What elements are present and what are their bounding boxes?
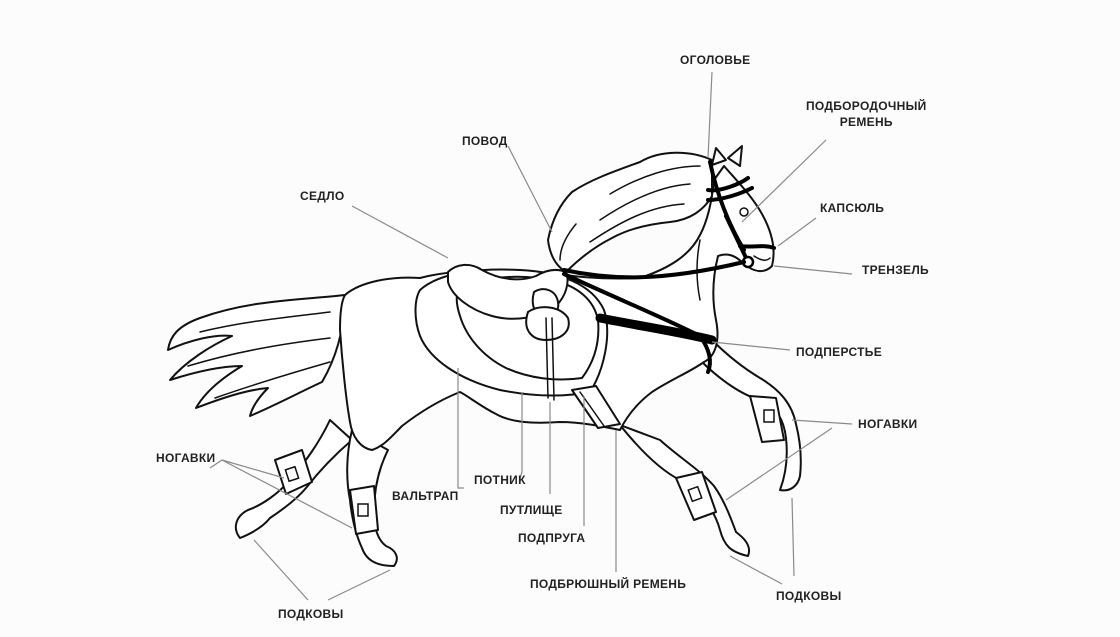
horse-near-fore-leg (700, 340, 801, 490)
horse-far-fore-leg (620, 425, 749, 556)
label-breastplate: ПОДПЕРСТЬЕ (796, 344, 882, 360)
horse-far-hind-leg (236, 420, 352, 538)
label-stirrup-leather: ПУТЛИЩЕ (500, 502, 563, 518)
label-boots-right: НОГАВКИ (858, 416, 917, 432)
label-noseband: КАПСЮЛЬ (820, 200, 884, 216)
label-belly-strap: ПОДБРЮШНЫЙ РЕМЕНЬ (530, 576, 686, 592)
label-boots-left: НОГАВКИ (156, 450, 215, 466)
label-girth: ПОДПРУГА (518, 530, 585, 546)
label-horseshoes-left: ПОДКОВЫ (278, 606, 344, 622)
label-headstall: ОГОЛОВЬЕ (680, 52, 750, 68)
label-snaffle: ТРЕНЗЕЛЬ (862, 262, 929, 278)
label-saddle: СЕДЛО (300, 188, 344, 204)
label-horseshoes-right: ПОДКОВЫ (776, 588, 842, 604)
label-chin-strap: ПОДБОРОДОЧНЫЙ РЕМЕНЬ (806, 98, 927, 130)
horse-tail (168, 295, 345, 416)
label-saddle-pad: ПОТНИК (474, 472, 526, 488)
label-rein: ПОВОД (462, 133, 508, 149)
label-saddle-cloth: ВАЛЬТРАП (392, 488, 459, 504)
